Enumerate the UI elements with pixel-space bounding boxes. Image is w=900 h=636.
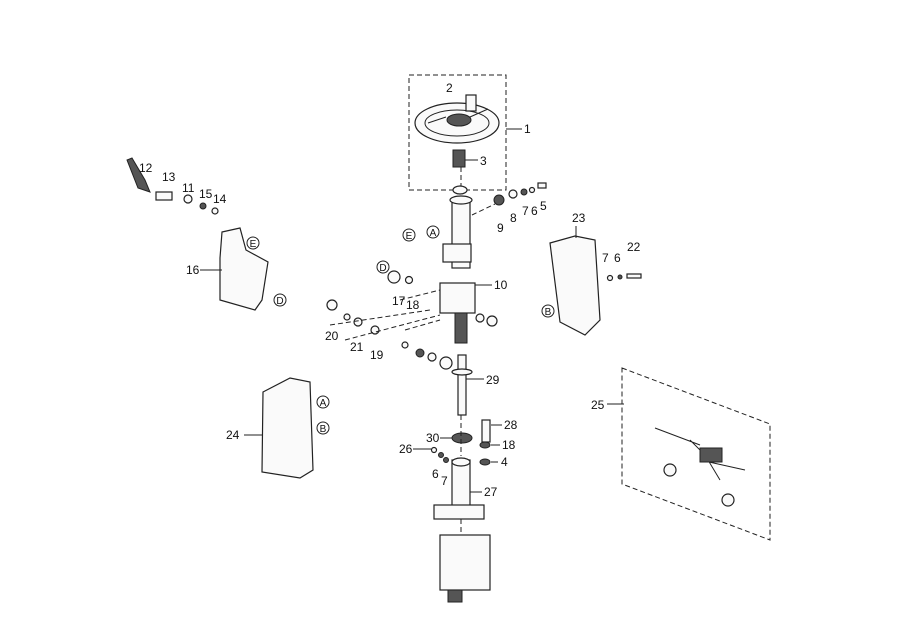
callout-6-lower: 6 xyxy=(432,467,439,481)
callout-30: 30 xyxy=(426,431,440,445)
callout-28: 28 xyxy=(504,418,518,432)
svg-text:E: E xyxy=(406,231,413,242)
svg-text:B: B xyxy=(545,307,552,318)
callout-27: 27 xyxy=(484,485,498,499)
callout-1: 1 xyxy=(524,122,531,136)
callout-13: 13 xyxy=(162,170,176,184)
svg-text:D: D xyxy=(276,296,283,307)
callout-19: 19 xyxy=(370,348,384,362)
callout-15: 15 xyxy=(199,187,213,201)
steering-wheel xyxy=(414,94,500,144)
callout-29: 29 xyxy=(486,373,500,387)
callout-11: 11 xyxy=(182,181,195,195)
callout-7: 7 xyxy=(522,204,529,218)
callout-6-right: 6 xyxy=(614,251,621,265)
callout-10: 10 xyxy=(494,278,508,292)
lever-bracket xyxy=(126,157,269,311)
ref-letter-e-column: E xyxy=(402,228,416,242)
callout-25: 25 xyxy=(591,398,605,412)
callout-17: 17 xyxy=(392,294,406,308)
combination-switch xyxy=(654,427,746,507)
callout-18-lower: 18 xyxy=(502,438,516,452)
left-cover xyxy=(261,377,314,479)
callout-3: 3 xyxy=(480,154,487,168)
ref-letter-a-left: A xyxy=(316,395,330,409)
ref-letter-d-bracket: D xyxy=(273,293,287,307)
callout-16: 16 xyxy=(186,263,200,277)
ref-letter-e-bracket: E xyxy=(246,236,260,250)
callout-7-lower: 7 xyxy=(441,474,448,488)
callout-26: 26 xyxy=(399,442,413,456)
ref-letter-b-right: B xyxy=(541,304,555,318)
ref-letter-a-column: A xyxy=(426,225,440,239)
callout-24: 24 xyxy=(226,428,240,442)
callout-12: 12 xyxy=(139,161,153,175)
callout-22: 22 xyxy=(627,240,641,254)
svg-text:D: D xyxy=(379,263,386,274)
svg-text:E: E xyxy=(250,239,257,250)
callout-18: 18 xyxy=(406,298,420,312)
right-cover xyxy=(549,235,601,336)
callout-14: 14 xyxy=(213,192,227,206)
svg-text:A: A xyxy=(320,398,327,409)
leader-lines xyxy=(200,128,624,493)
callout-21: 21 xyxy=(350,340,364,354)
switch-group-box xyxy=(621,367,771,541)
callout-7-right: 7 xyxy=(602,251,609,265)
callout-9: 9 xyxy=(497,221,504,235)
steering-column xyxy=(433,185,491,603)
callout-6: 6 xyxy=(531,204,538,218)
callout-23: 23 xyxy=(572,211,586,225)
callout-20: 20 xyxy=(325,329,339,343)
svg-text:B: B xyxy=(320,424,327,435)
callout-5: 5 xyxy=(540,199,547,213)
ref-letter-b-left: B xyxy=(316,421,330,435)
svg-text:A: A xyxy=(430,228,437,239)
callout-2: 2 xyxy=(446,81,453,95)
callout-8: 8 xyxy=(510,211,517,225)
steering-cap xyxy=(452,149,466,168)
fastener-set-right xyxy=(326,182,547,466)
ref-letter-d-column: D xyxy=(376,260,390,274)
callout-4: 4 xyxy=(501,455,508,469)
